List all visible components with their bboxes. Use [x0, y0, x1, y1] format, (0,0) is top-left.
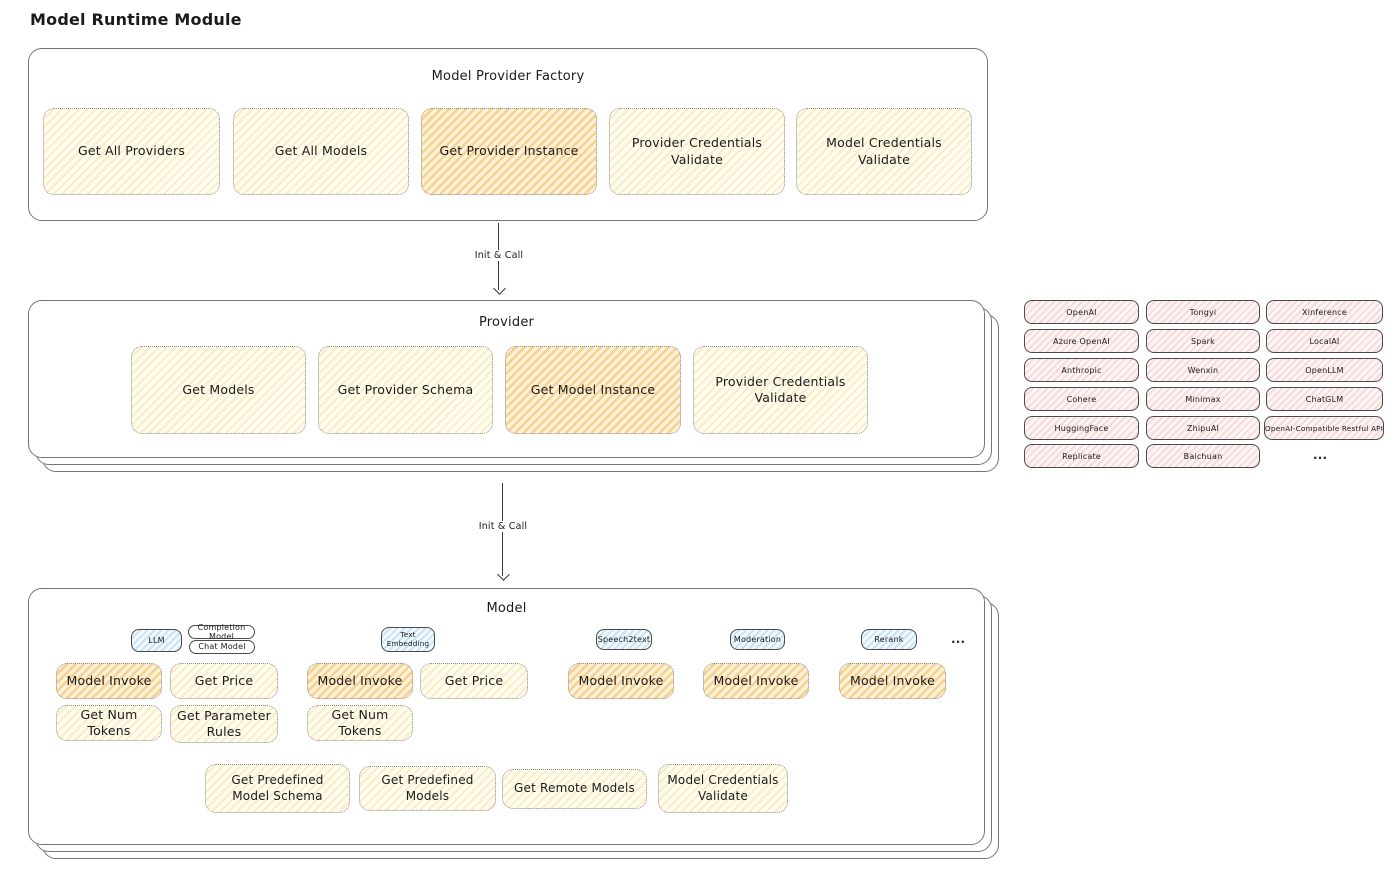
factory-container: Model Provider Factory Get All Providers… — [28, 48, 988, 221]
model-tag-completion-model: Completion Model — [188, 623, 255, 641]
model-tag-moderation: Moderation — [730, 629, 785, 650]
model-tags-more-ellipsis: ... — [951, 632, 966, 646]
factory-title: Model Provider Factory — [431, 69, 585, 84]
factory-node-get-all-models: Get All Models — [233, 108, 409, 195]
vendor-chip-tongyi: Tongyi — [1146, 300, 1260, 324]
arrow-head-icon — [496, 568, 510, 581]
vendor-chip-baichuan: Baichuan — [1146, 444, 1260, 468]
model-container: Model LLM Completion Model Chat Model Te… — [28, 588, 985, 845]
arrow-label-init-call-2: Init & Call — [455, 521, 551, 533]
model-tag-text-embedding: Text Embedding — [381, 627, 435, 652]
vendor-chip-anthropic: Anthropic — [1024, 358, 1139, 382]
llm-node-get-num-tokens: Get Num Tokens — [56, 705, 162, 741]
provider-node-get-provider-schema: Get Provider Schema — [318, 346, 493, 434]
vendor-chip-azure-openai: Azure OpenAI — [1024, 329, 1139, 353]
model-tag-speech2text: Speech2text — [596, 629, 652, 650]
factory-node-model-credentials-validate: Model Credentials Validate — [796, 108, 972, 195]
vendor-chip-openai-compatible-restful-api: OpenAI-Compatible Restful API — [1264, 416, 1384, 440]
factory-node-get-all-providers: Get All Providers — [43, 108, 220, 195]
vendor-chip-xinference: Xinference — [1266, 300, 1383, 324]
speech2text-node-model-invoke: Model Invoke — [568, 663, 674, 699]
model-title: Model — [486, 601, 527, 616]
model-tag-chat-model: Chat Model — [189, 640, 255, 654]
factory-node-get-provider-instance: Get Provider Instance — [421, 108, 597, 195]
vendor-more-ellipsis: ... — [1313, 448, 1328, 462]
vendor-chip-spark: Spark — [1146, 329, 1260, 353]
arrow-label-init-call-1: Init & Call — [451, 250, 547, 262]
factory-node-provider-credentials-validate: Provider Credentials Validate — [609, 108, 785, 195]
vendor-chip-huggingface: HuggingFace — [1024, 416, 1139, 440]
text-embedding-node-get-price: Get Price — [420, 663, 528, 699]
model-node-get-predefined-model-schema: Get Predefined Model Schema — [205, 764, 350, 813]
model-node-get-remote-models: Get Remote Models — [502, 769, 647, 809]
vendor-chip-openai: OpenAI — [1024, 300, 1139, 324]
text-embedding-node-get-num-tokens: Get Num Tokens — [307, 705, 413, 741]
llm-node-get-parameter-rules: Get Parameter Rules — [170, 705, 278, 743]
provider-node-get-models: Get Models — [131, 346, 306, 434]
model-node-get-predefined-models: Get Predefined Models — [359, 766, 496, 811]
provider-title: Provider — [478, 315, 535, 330]
text-embedding-node-model-invoke: Model Invoke — [307, 663, 413, 699]
provider-node-get-model-instance: Get Model Instance — [505, 346, 681, 434]
model-node-model-credentials-validate: Model Credentials Validate — [658, 764, 788, 813]
llm-node-model-invoke: Model Invoke — [56, 663, 162, 699]
vendor-chip-openllm: OpenLLM — [1266, 358, 1383, 382]
vendor-chip-cohere: Cohere — [1024, 387, 1139, 411]
vendor-chip-localai: LocalAI — [1266, 329, 1383, 353]
llm-node-get-price: Get Price — [170, 663, 278, 699]
vendor-chip-chatglm: ChatGLM — [1266, 387, 1383, 411]
vendor-chip-minimax: Minimax — [1146, 387, 1260, 411]
model-tag-llm: LLM — [131, 629, 182, 652]
vendor-chip-zhipuai: ZhipuAI — [1146, 416, 1260, 440]
moderation-node-model-invoke: Model Invoke — [703, 663, 809, 699]
page-title: Model Runtime Module — [30, 10, 242, 29]
model-tag-rerank: Rerank — [861, 629, 917, 650]
provider-node-provider-credentials-validate: Provider Credentials Validate — [693, 346, 868, 434]
provider-container: Provider Get Models Get Provider Schema … — [28, 300, 985, 458]
arrow-head-icon — [492, 282, 506, 295]
rerank-node-model-invoke: Model Invoke — [839, 663, 946, 699]
vendor-chip-replicate: Replicate — [1024, 444, 1139, 468]
vendor-chip-wenxin: Wenxin — [1146, 358, 1260, 382]
